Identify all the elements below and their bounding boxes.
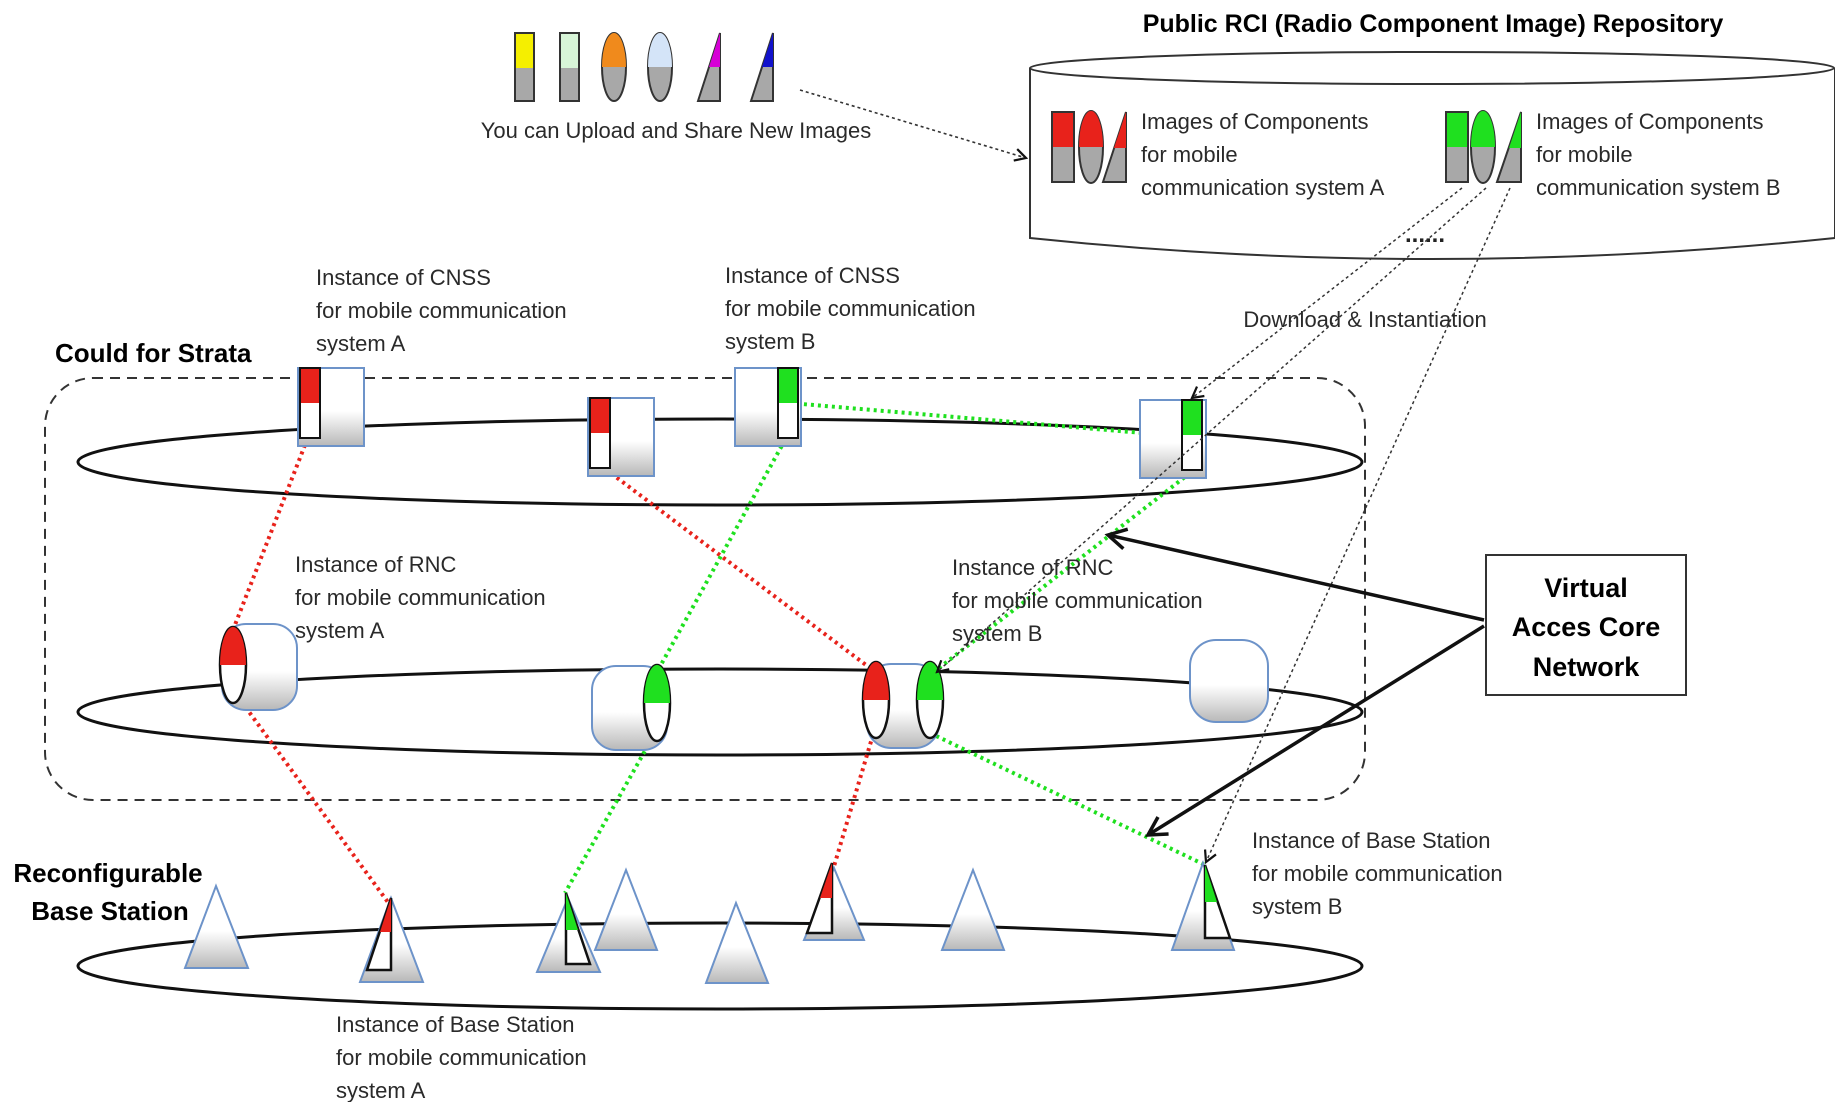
label-cnss-b: Instance of CNSS for mobile communicatio…: [725, 263, 976, 354]
component-images-b: [1445, 110, 1522, 184]
base-station-layer: [76, 921, 1364, 1011]
upload-label: You can Upload and Share New Images: [481, 118, 872, 143]
repo-group-b-line-2: for mobile: [1536, 142, 1633, 167]
repo-group-b-line-3: communication system B: [1536, 175, 1781, 200]
label-rnc-a: Instance of RNC for mobile communication…: [295, 552, 546, 643]
base-station-title-line-2: Base Station: [31, 896, 189, 926]
rnc-layer: [76, 667, 1364, 757]
rci-repository: Public RCI (Radio Component Image) Repos…: [1029, 10, 1835, 260]
download-label: Download & Instantiation: [1243, 307, 1486, 332]
virtual-core-line-1: Virtual: [1544, 573, 1628, 603]
label-cnss-b-line-1: Instance of CNSS: [725, 263, 900, 288]
bs-component-a1: [365, 897, 393, 972]
label-rnc-a-line-3: system A: [295, 618, 385, 643]
virtual-core-line-3: Network: [1533, 652, 1641, 682]
label-cnss-a: Instance of CNSS for mobile communicatio…: [316, 265, 567, 356]
virtual-core-arrow-down: [1144, 624, 1485, 837]
system-a-links: [231, 444, 877, 907]
download-arrows: [937, 187, 1511, 862]
cloud-title: Could for Strata: [55, 338, 252, 368]
label-bs-b: Instance of Base Station for mobile comm…: [1252, 828, 1503, 919]
repo-group-b-line-1: Images of Components: [1536, 109, 1763, 134]
label-rnc-b-line-2: for mobile communication: [952, 588, 1203, 613]
label-bs-a-line-1: Instance of Base Station: [336, 1012, 575, 1037]
label-cnss-a-line-1: Instance of CNSS: [316, 265, 491, 290]
bs-component-b2: [1203, 864, 1232, 940]
label-bs-a: Instance of Base Station for mobile comm…: [336, 1012, 587, 1102]
repo-group-a-line-1: Images of Components: [1141, 109, 1368, 134]
label-bs-b-line-2: for mobile communication: [1252, 861, 1503, 886]
cnss-node-a1: [297, 367, 365, 447]
repo-group-a-line-2: for mobile: [1141, 142, 1238, 167]
component-images-a: [1051, 110, 1127, 184]
rnc-node-a: [218, 623, 298, 711]
label-rnc-a-line-1: Instance of RNC: [295, 552, 457, 577]
cnss-node-b1: [734, 367, 802, 447]
upload-icons: [514, 32, 774, 102]
label-rnc-b-line-3: system B: [952, 621, 1042, 646]
bs-component-b1: [564, 892, 592, 966]
system-b-links: [563, 401, 1206, 894]
label-cnss-b-line-3: system B: [725, 329, 815, 354]
cnss-node-a2: [587, 397, 655, 477]
rnc-node-empty: [1189, 639, 1269, 723]
virtual-core-line-2: Acces Core: [1512, 612, 1661, 642]
base-stations: [183, 860, 1236, 984]
label-bs-b-line-3: system B: [1252, 894, 1342, 919]
label-rnc-a-line-2: for mobile communication: [295, 585, 546, 610]
rnc-node-shared: [861, 660, 945, 749]
label-cnss-b-line-2: for mobile communication: [725, 296, 976, 321]
virtual-core-arrow-up: [1104, 527, 1485, 622]
repository-title: Public RCI (Radio Component Image) Repos…: [1143, 10, 1724, 38]
virtual-core-box: Virtual Acces Core Network: [1485, 554, 1687, 696]
label-bs-a-line-3: system A: [336, 1078, 426, 1102]
repository-cylinder-top: [1029, 51, 1835, 85]
label-rnc-b-line-1: Instance of RNC: [952, 555, 1114, 580]
label-bs-b-line-1: Instance of Base Station: [1252, 828, 1491, 853]
repo-group-a-line-3: communication system A: [1141, 175, 1385, 200]
cnss-layer: [76, 417, 1364, 507]
cnss-node-b2: [1139, 399, 1207, 479]
label-cnss-a-line-2: for mobile communication: [316, 298, 567, 323]
bs-component-a2: [805, 862, 834, 935]
base-station-title-line-1: Reconfigurable: [13, 858, 202, 888]
cloud-strata-region: [44, 377, 1366, 801]
label-bs-a-line-2: for mobile communication: [336, 1045, 587, 1070]
label-cnss-a-line-3: system A: [316, 331, 406, 356]
label-rnc-b: Instance of RNC for mobile communication…: [952, 555, 1203, 646]
rnc-node-b: [591, 663, 672, 751]
repository-ellipsis: ......: [1405, 221, 1445, 248]
